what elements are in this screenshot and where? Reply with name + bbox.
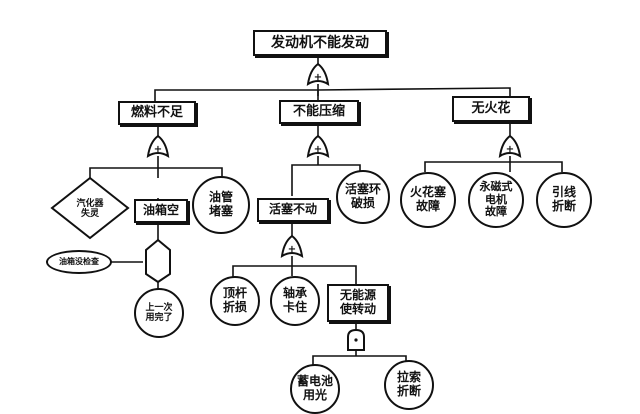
- event-compress: 不能压缩: [279, 100, 359, 124]
- and-symbol: [354, 338, 358, 342]
- inhibit-gate-tank: [145, 238, 171, 284]
- or-gate-spark: [498, 134, 522, 158]
- condition-tank-unchecked: 油箱没检查: [46, 250, 112, 274]
- connector: [312, 355, 407, 366]
- event-spark: 无火花: [452, 96, 530, 122]
- connector: [232, 265, 357, 284]
- event-carb: 汽化器 失灵: [76, 198, 104, 219]
- event-tank: 油箱空: [134, 199, 188, 223]
- top-event: 发动机不能发动: [253, 30, 387, 56]
- event-plug: 火花塞 故障: [400, 172, 456, 228]
- event-nopower: 无能源 使转动: [327, 284, 389, 322]
- event-rod: 顶杆 折损: [210, 276, 260, 326]
- or-gate-top: [306, 62, 330, 86]
- event-piston: 活塞不动: [257, 198, 329, 222]
- event-battery: 蓄电池 用光: [290, 364, 340, 414]
- event-wire: 引线 折断: [536, 172, 592, 228]
- or-gate-compress: [306, 134, 330, 158]
- connector: [291, 164, 361, 196]
- event-magneto: 永磁式 电机 故障: [468, 172, 524, 228]
- or-symbol: +: [314, 144, 322, 155]
- event-ring: 活塞环 破损: [336, 170, 390, 224]
- event-used-up: 上一次 用完了: [134, 288, 184, 338]
- event-bearing: 轴承 卡住: [270, 276, 320, 326]
- diamond-carb: [50, 176, 130, 240]
- event-fuel: 燃料不足: [118, 101, 196, 125]
- connector: [424, 161, 563, 172]
- or-symbol: +: [506, 144, 514, 155]
- or-symbol: +: [288, 244, 296, 255]
- event-pipe: 油管 堵塞: [192, 176, 250, 234]
- or-symbol: +: [154, 144, 162, 155]
- or-gate-piston: [280, 234, 304, 258]
- or-symbol: +: [314, 72, 322, 83]
- or-gate-fuel: [146, 134, 170, 158]
- event-cord: 拉索 折断: [384, 360, 434, 410]
